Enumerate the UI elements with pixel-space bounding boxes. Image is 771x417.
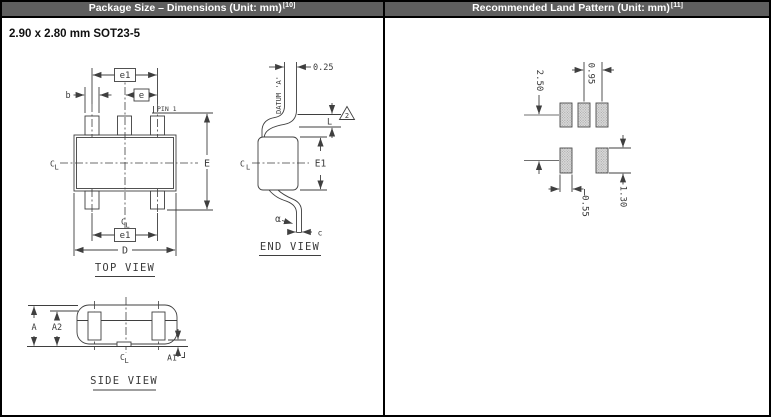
- centerline-symbol-l: L: [126, 222, 130, 230]
- side-lead-2: [151, 311, 166, 341]
- end-view-drawing: 0.25 DATUM 'A' 2 L E1 C: [240, 62, 356, 256]
- side-view-drawing: A A2 A1 C L SIDE VIEW: [27, 297, 188, 391]
- header-package-dimensions: Package Size – Dimensions (Unit: mm)[10]: [0, 0, 384, 16]
- footnote-ref-11: [11]: [670, 1, 683, 9]
- centerline-symbol-c: C: [120, 353, 125, 362]
- lead-bottom-2: [150, 190, 165, 210]
- dim-label-0-55: 0.55: [580, 195, 590, 217]
- lead-top-2: [117, 115, 132, 136]
- side-lead-1: [87, 311, 102, 341]
- note-flag-triangle: [338, 105, 356, 120]
- pin1-label: PIN 1: [157, 105, 177, 113]
- dim-label-L: L: [327, 118, 332, 128]
- dim-label-1-30: 1.30: [618, 186, 628, 208]
- dim-label-D: D: [122, 246, 128, 257]
- dim-label-A: A: [31, 323, 36, 333]
- centerline-symbol-c: C: [240, 160, 245, 169]
- lead-bottom-1: [84, 190, 100, 210]
- dim-label-e: e: [139, 91, 144, 101]
- centerline-symbol-c: C: [50, 160, 55, 169]
- dim-label-c: c: [318, 229, 323, 238]
- header-land-pattern-label: Recommended Land Pattern (Unit: mm): [472, 2, 670, 14]
- side-view-title: SIDE VIEW: [90, 375, 158, 387]
- lead-top-1: [84, 115, 100, 136]
- land-pad: [559, 147, 573, 174]
- note-flag-number: 2: [345, 112, 349, 120]
- end-view-title: END VIEW: [260, 241, 320, 253]
- dim-label-e1-top: e1: [120, 71, 131, 81]
- centerline-symbol-l: L: [125, 357, 129, 365]
- land-pattern-drawing: 2.50 0.95 0.55: [524, 62, 631, 217]
- dim-label-A2: A2: [52, 323, 62, 333]
- centerline-symbol-c: C: [121, 218, 126, 227]
- datum-a-label: DATUM 'A': [275, 76, 283, 114]
- dim-label-alpha: α: [275, 214, 281, 225]
- centerline-symbol-l: L: [246, 164, 250, 172]
- dim-label-E1: E1: [315, 159, 327, 170]
- dim-label-A1: A1: [167, 354, 177, 363]
- land-pad: [595, 102, 609, 128]
- land-pad: [559, 102, 573, 128]
- dim-label-E: E: [204, 159, 210, 170]
- dim-label-b: b: [65, 91, 70, 101]
- dim-label-e1-bottom: e1: [120, 231, 131, 241]
- top-view-title: TOP VIEW: [95, 262, 155, 274]
- footnote-ref-10: [10]: [282, 1, 296, 9]
- land-pad: [595, 147, 609, 174]
- land-pad: [577, 102, 591, 128]
- header-package-dimensions-label: Package Size – Dimensions (Unit: mm): [88, 2, 282, 14]
- table-header-row: Package Size – Dimensions (Unit: mm)[10]…: [0, 0, 771, 18]
- centerline-symbol-l: L: [55, 164, 59, 172]
- dim-label-0-25: 0.25: [313, 63, 333, 73]
- package-subtitle: 2.90 x 2.80 mm SOT23-5: [9, 28, 141, 40]
- top-view-drawing: PIN 1 e1 b e: [50, 68, 213, 277]
- header-land-pattern: Recommended Land Pattern (Unit: mm)[11]: [384, 0, 771, 16]
- column-divider: [383, 0, 385, 417]
- dim-label-0-95: 0.95: [586, 63, 596, 85]
- dim-label-2-50: 2.50: [534, 70, 544, 92]
- lead-top-3: [150, 115, 165, 136]
